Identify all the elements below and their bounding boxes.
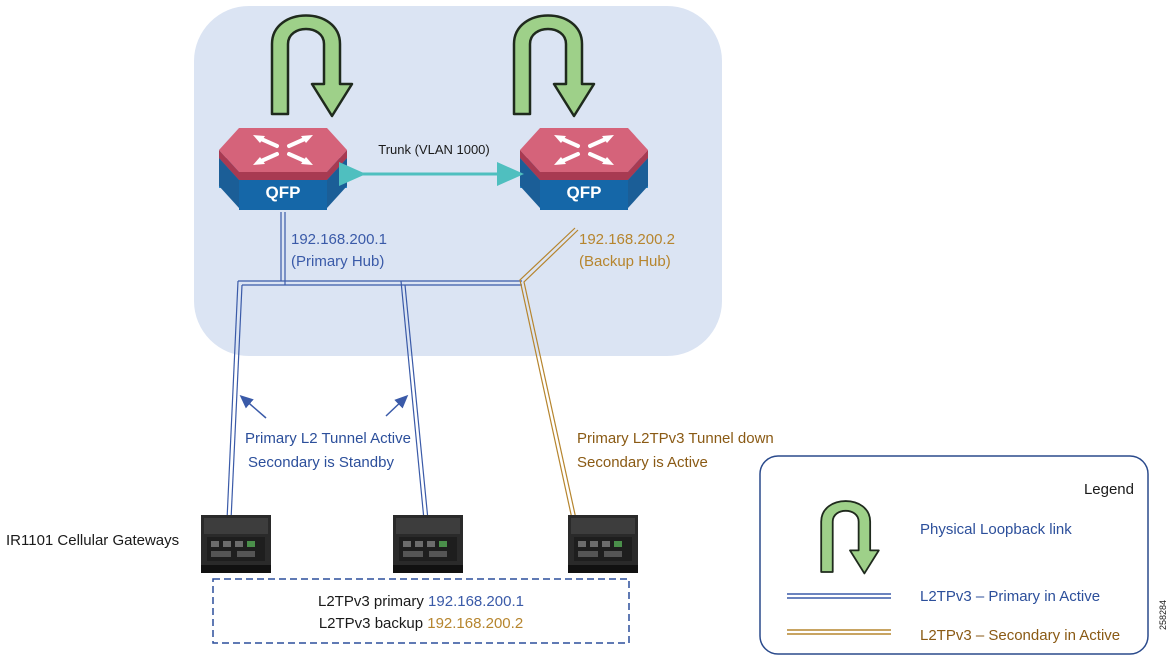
pointer-arrow-left bbox=[239, 395, 267, 419]
gateway-2-icon bbox=[393, 515, 463, 573]
backup-hub-role: (Backup Hub) bbox=[579, 253, 671, 270]
config-box bbox=[212, 578, 630, 644]
backup-hub-chip-label: QFP bbox=[567, 183, 602, 202]
pointer-arrow-middle bbox=[385, 394, 409, 417]
secondary-tunnel-lines bbox=[519, 227, 579, 529]
gateway-1-icon bbox=[201, 515, 271, 573]
gateway-3-icon bbox=[568, 515, 638, 573]
config-row-primary: L2TPv3 primary 192.168.200.1 bbox=[318, 593, 524, 610]
left-annotation-line1: Primary L2 Tunnel Active bbox=[245, 430, 411, 447]
figure-id: 258284 bbox=[1158, 600, 1168, 630]
legend-blue-double-line-icon bbox=[787, 593, 891, 599]
backup-hub-router-icon: QFP bbox=[518, 126, 650, 212]
legend-item-secondary: L2TPv3 – Secondary in Active bbox=[920, 627, 1120, 644]
primary-hub-ip: 192.168.200.1 bbox=[291, 231, 387, 248]
config-primary-label: L2TPv3 primary bbox=[318, 593, 424, 610]
legend-item-loopback: Physical Loopback link bbox=[920, 521, 1072, 538]
legend-title: Legend bbox=[1084, 481, 1134, 498]
legend-item-primary: L2TPv3 – Primary in Active bbox=[920, 588, 1100, 605]
left-annotation-line2: Secondary is Standby bbox=[248, 454, 394, 471]
primary-hub-chip-label: QFP bbox=[266, 183, 301, 202]
right-annotation-line2: Secondary is Active bbox=[577, 454, 708, 471]
backup-hub-ip: 192.168.200.2 bbox=[579, 231, 675, 248]
gateways-label: IR1101 Cellular Gateways bbox=[6, 532, 179, 549]
config-backup-ip: 192.168.200.2 bbox=[427, 615, 523, 632]
primary-tunnel-lines bbox=[226, 212, 522, 521]
right-annotation-line1: Primary L2TPv3 Tunnel down bbox=[577, 430, 774, 447]
config-row-backup: L2TPv3 backup 192.168.200.2 bbox=[319, 615, 523, 632]
primary-hub-router-icon: QFP bbox=[217, 126, 349, 212]
config-primary-ip: 192.168.200.1 bbox=[428, 593, 524, 610]
trunk-label: Trunk (VLAN 1000) bbox=[378, 142, 490, 157]
legend-gold-double-line-icon bbox=[787, 629, 891, 635]
primary-hub-role: (Primary Hub) bbox=[291, 253, 384, 270]
config-backup-label: L2TPv3 backup bbox=[319, 615, 423, 632]
